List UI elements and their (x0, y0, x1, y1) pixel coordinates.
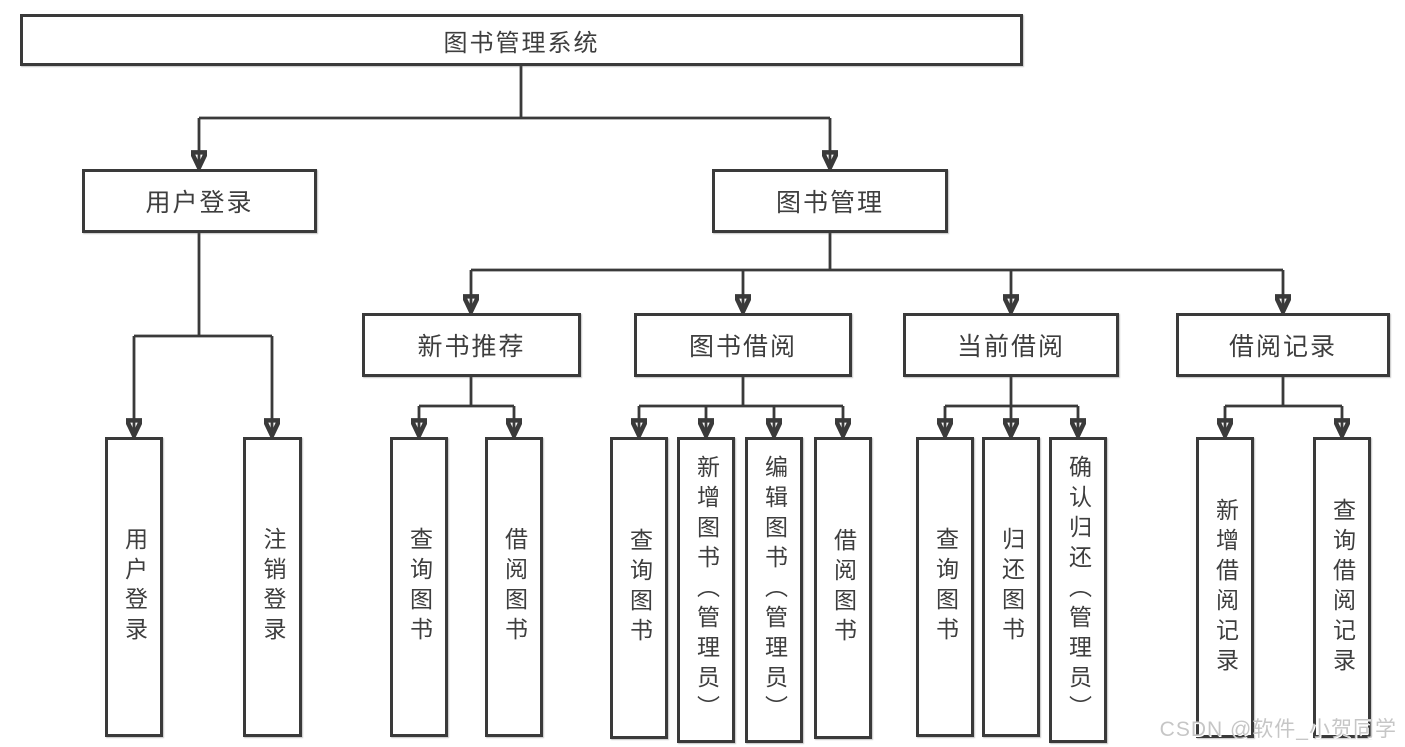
node-label: 借阅图书 (830, 528, 857, 648)
node-book-management: 图书管理 (712, 169, 948, 233)
connector-arrows (134, 118, 1342, 434)
node-borrowing-records: 借阅记录 (1176, 313, 1390, 377)
node-new-book-recommendation: 新书推荐 (362, 313, 581, 377)
node-label: 新增图书（管理员） (693, 455, 720, 725)
connector-line (134, 233, 272, 338)
node-label: 图书管理系统 (443, 29, 600, 57)
node-label: 查询图书 (626, 528, 653, 648)
node-label: 图书管理 (775, 189, 884, 217)
node-edit-books-admin: 编辑图书（管理员） (745, 437, 803, 743)
node-query-borrow-record: 查询借阅记录 (1313, 437, 1371, 738)
connector-trunk-lines (134, 66, 1342, 408)
node-label: 查询图书 (932, 527, 959, 647)
node-user-login: 用户登录 (82, 169, 317, 233)
node-label: 注销登录 (260, 527, 286, 647)
node-label: 新增借阅记录 (1212, 497, 1239, 678)
node-label: 用户登录 (121, 527, 148, 647)
node-return-books: 归还图书 (982, 437, 1040, 737)
csdn-watermark: CSDN @软件_小贺同学 (1159, 718, 1397, 741)
node-book-borrowing: 图书借阅 (634, 313, 852, 377)
node-add-books-admin: 新增图书（管理员） (677, 437, 735, 743)
node-logout: 注销登录 (243, 437, 302, 737)
node-library-management-system: 图书管理系统 (20, 14, 1023, 66)
node-label: 用户登录 (145, 189, 254, 217)
node-label: 借阅记录 (1228, 333, 1337, 361)
node-label: 图书借阅 (688, 333, 797, 361)
node-label: 查询借阅记录 (1329, 497, 1356, 678)
node-label: 借阅图书 (501, 527, 528, 647)
node-label: 当前借阅 (956, 333, 1065, 361)
node-borrow-books-recommend: 借阅图书 (485, 437, 543, 737)
node-add-borrow-record: 新增借阅记录 (1196, 437, 1254, 738)
node-confirm-return-admin: 确认归还（管理员） (1049, 437, 1107, 743)
node-current-borrowing: 当前借阅 (903, 313, 1119, 377)
connector-line (639, 377, 843, 408)
node-query-books-recommend: 查询图书 (390, 437, 448, 737)
connector-line (199, 66, 830, 120)
node-query-books-borrowing: 查询图书 (610, 437, 668, 739)
node-label: 确认归还（管理员） (1065, 455, 1092, 725)
connector-line (945, 377, 1078, 408)
node-label: 归还图书 (998, 527, 1025, 647)
connector-line (1225, 377, 1342, 408)
node-label: 新书推荐 (417, 333, 526, 361)
node-label: 编辑图书（管理员） (761, 455, 788, 725)
node-borrow-books-borrowing: 借阅图书 (814, 437, 872, 739)
node-user-login-leaf: 用户登录 (105, 437, 163, 737)
connector-line (419, 377, 514, 408)
node-query-books-current: 查询图书 (916, 437, 974, 737)
node-label: 查询图书 (406, 527, 433, 647)
connector-line (471, 233, 1283, 272)
